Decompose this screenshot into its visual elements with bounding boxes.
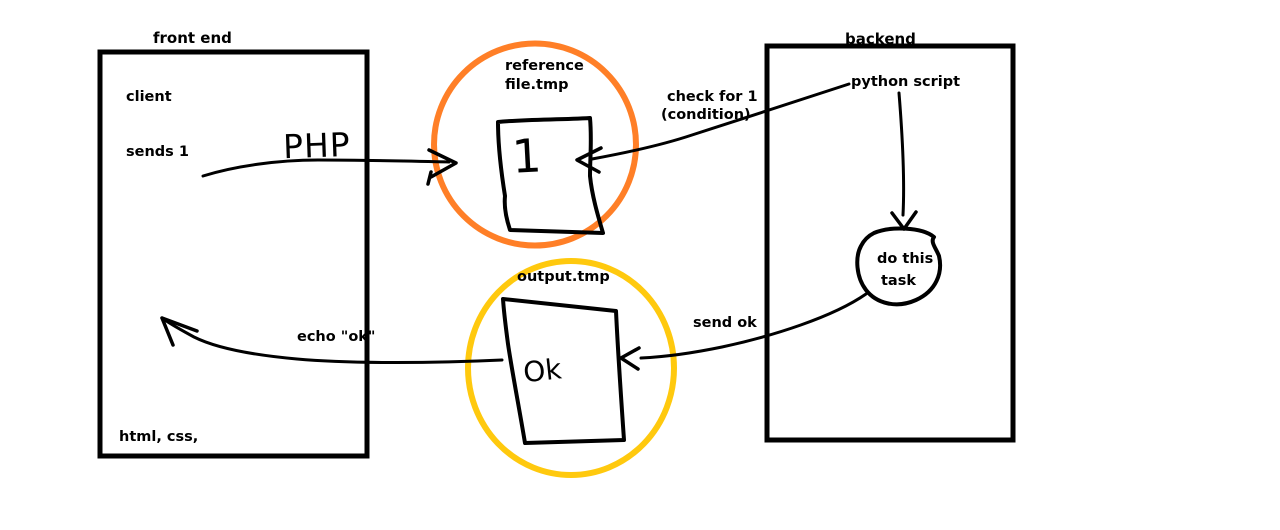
- reference-label-line2: file.tmp: [505, 77, 568, 93]
- script-to-task-arrow-line: [897, 91, 906, 217]
- sends-1-arrowhead: [426, 148, 458, 186]
- reference-label-line1: reference: [505, 58, 584, 74]
- script-to-task-arrowhead: [890, 210, 918, 231]
- send-ok-arrowhead: [619, 346, 641, 371]
- html-css-label: html, css,: [119, 429, 198, 445]
- php-label: PHP: [282, 125, 351, 166]
- output-file-content: Ok: [522, 352, 564, 389]
- reference-file-content: 1: [511, 128, 543, 183]
- sends-1-label: sends 1: [126, 144, 189, 160]
- reference-file-square: [496, 116, 605, 235]
- reference-circle: [431, 40, 639, 249]
- python-script-label: python script: [851, 74, 960, 90]
- output-label: output.tmp: [517, 269, 610, 285]
- check-label-line1: check for 1: [667, 89, 758, 105]
- echo-ok-arrowhead: [160, 316, 199, 347]
- backend-title: backend: [845, 30, 916, 48]
- check-label-line2: (condition): [661, 107, 751, 123]
- check-condition-arrowhead: [575, 146, 603, 174]
- send-ok-label: send ok: [693, 315, 757, 331]
- task-label-line1: do this: [877, 251, 933, 267]
- sends-1-arrow-line: [201, 158, 451, 178]
- echo-ok-label: echo "ok": [297, 329, 375, 345]
- echo-ok-arrow-line: [163, 318, 504, 364]
- frontend-box: [97, 49, 370, 459]
- output-file-square: [501, 297, 626, 445]
- frontend-title: front end: [153, 29, 232, 47]
- send-ok-arrow-line: [639, 292, 868, 360]
- task-label-line2: task: [881, 273, 916, 289]
- do-this-task-blob: [855, 226, 942, 307]
- output-circle: [465, 258, 677, 478]
- backend-box: [764, 43, 1016, 443]
- check-condition-arrow-line: [590, 82, 851, 161]
- client-label: client: [126, 89, 172, 105]
